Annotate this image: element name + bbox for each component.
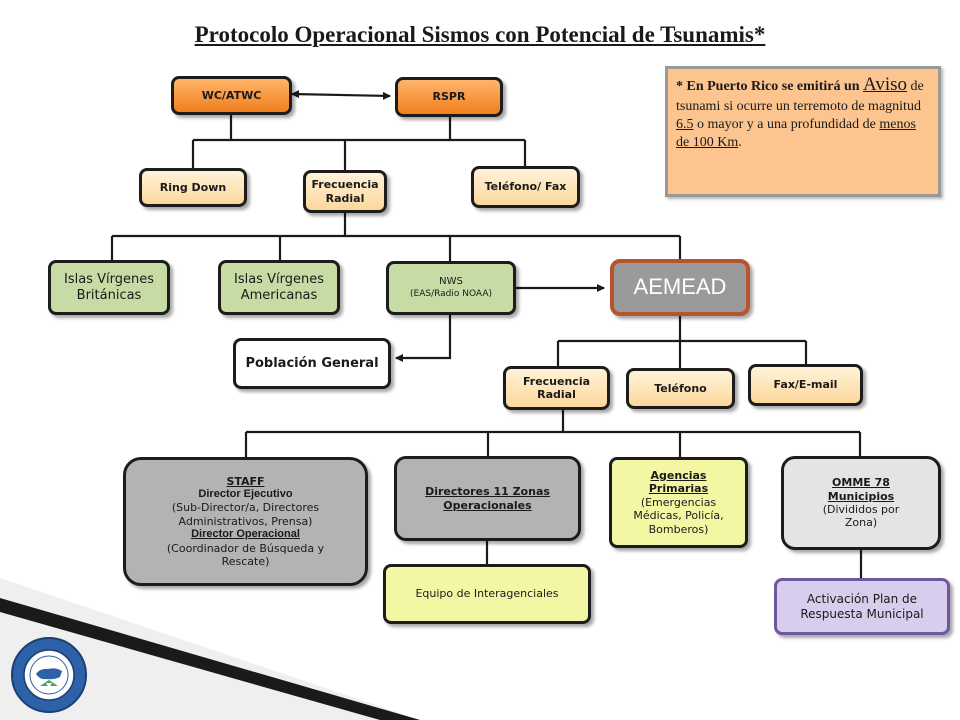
node-fax-email: Fax/E-mail bbox=[748, 364, 863, 406]
tsunami-note: * En Puerto Rico se emitirá un Aviso de … bbox=[665, 66, 941, 197]
decor-sweep-dark bbox=[0, 598, 420, 720]
node-aemead: AEMEAD bbox=[610, 259, 750, 316]
node-fax-email-label: Fax/E-mail bbox=[773, 378, 838, 392]
node-islas-britanicas: Islas Vírgenes Británicas bbox=[48, 260, 170, 315]
node-activacion: Activación Plan de Respuesta Municipal bbox=[774, 578, 950, 635]
note-magnitude: 6.5 bbox=[676, 116, 694, 132]
node-telefono-label: Teléfono bbox=[654, 381, 707, 395]
node-omme-sub: (Divididos por Zona) bbox=[822, 503, 900, 530]
node-frecuencia-radial-1: Frecuencia Radial bbox=[303, 170, 387, 213]
note-text-3: o mayor y a una profundidad de bbox=[697, 116, 876, 132]
node-agencias: Agencias Primarias (Emergencias Médicas,… bbox=[609, 457, 748, 548]
node-frecuencia-radial-2: Frecuencia Radial bbox=[503, 366, 610, 410]
node-directores-label: Directores 11 Zonas Operacionales bbox=[425, 485, 550, 512]
node-staff-coord: (Coordinador de Búsqueda y Rescate) bbox=[166, 541, 325, 569]
node-wcatwc-label: WC/ATWC bbox=[201, 88, 262, 102]
node-ring-down-label: Ring Down bbox=[159, 180, 227, 194]
decor-sweep-light bbox=[0, 578, 420, 720]
node-omme: OMME 78 Municipios (Divididos por Zona) bbox=[781, 456, 941, 550]
node-omme-title: OMME 78 Municipios bbox=[827, 476, 895, 503]
node-equipo: Equipo de Interagenciales bbox=[383, 564, 591, 624]
node-agencias-sub: (Emergencias Médicas, Policía, Bomberos) bbox=[633, 495, 724, 536]
node-frecuencia-radial-2-label: Frecuencia Radial bbox=[522, 374, 591, 401]
node-ring-down: Ring Down bbox=[139, 168, 247, 207]
node-nws: NWS (EAS/Radio NOAA) bbox=[386, 261, 516, 315]
node-rspr-label: RSPR bbox=[432, 90, 466, 104]
node-islas-britanicas-label: Islas Vírgenes Británicas bbox=[64, 271, 154, 303]
node-telefono: Teléfono bbox=[626, 368, 735, 409]
note-depth: menos de 100 Km bbox=[676, 116, 916, 151]
node-telefono-fax-label: Teléfono/ Fax bbox=[484, 180, 567, 194]
page-title: Protocolo Operacional Sismos con Potenci… bbox=[194, 22, 766, 47]
note-text-1: * En Puerto Rico se emitirá un bbox=[676, 79, 860, 94]
node-frecuencia-radial-1-label: Frecuencia Radial bbox=[311, 178, 379, 205]
node-nws-sub: (EAS/Radio NOAA) bbox=[410, 288, 492, 299]
node-telefono-fax: Teléfono/ Fax bbox=[471, 166, 580, 208]
note-end: . bbox=[738, 135, 742, 151]
node-aemead-label: AEMEAD bbox=[633, 274, 727, 300]
node-agencias-title: Agencias Primarias bbox=[648, 468, 709, 496]
node-staff-title: STAFF bbox=[226, 474, 265, 488]
node-nws-title: NWS bbox=[439, 276, 463, 288]
node-islas-americanas-label: Islas Vírgenes Americanas bbox=[234, 271, 324, 303]
node-staff-director-op: Director Operacional bbox=[191, 528, 300, 541]
node-directores: Directores 11 Zonas Operacionales bbox=[394, 456, 581, 541]
node-rspr: RSPR bbox=[395, 77, 503, 117]
node-poblacion-general-label: Población General bbox=[245, 355, 379, 371]
note-aviso: Aviso bbox=[863, 74, 908, 95]
node-islas-americanas: Islas Vírgenes Americanas bbox=[218, 260, 340, 315]
node-activacion-label: Activación Plan de Respuesta Municipal bbox=[800, 591, 924, 621]
node-staff: STAFF Director Ejecutivo (Sub-Director/a… bbox=[123, 457, 368, 586]
node-staff-director: Director Ejecutivo bbox=[198, 487, 293, 500]
node-equipo-label: Equipo de Interagenciales bbox=[415, 587, 559, 601]
node-poblacion-general: Población General bbox=[233, 338, 391, 389]
node-staff-sub: (Sub-Director/a, Directores Administrati… bbox=[171, 501, 320, 528]
node-wcatwc: WC/ATWC bbox=[171, 76, 292, 115]
agency-seal-icon bbox=[11, 637, 87, 713]
note-text-2: de tsunami si ocurre un terremoto de mag… bbox=[676, 79, 924, 114]
